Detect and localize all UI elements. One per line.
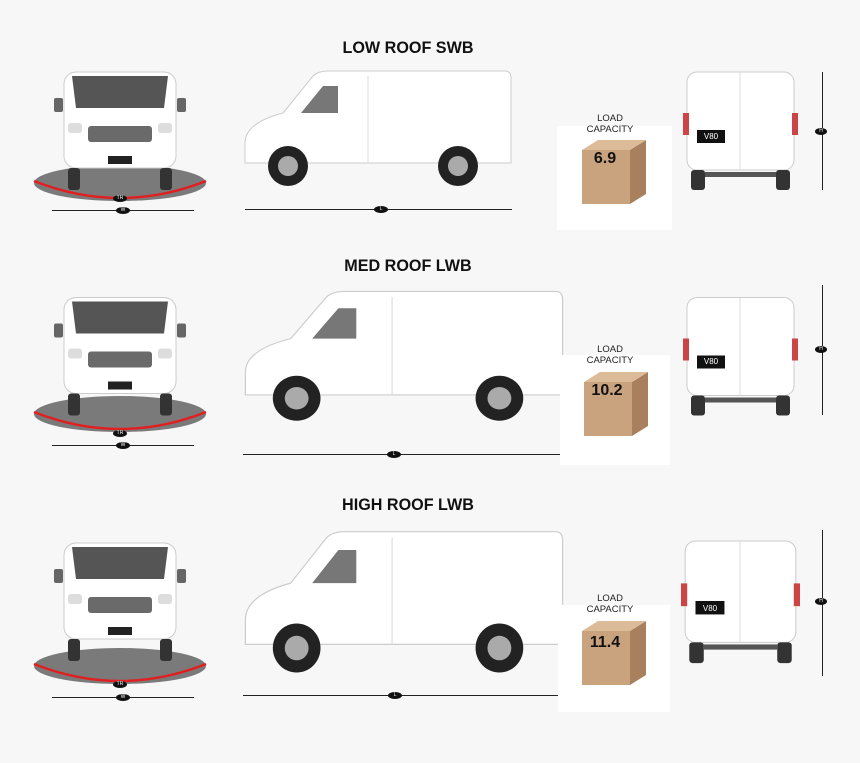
- front-view-van: [53, 542, 187, 662]
- track-label: TR: [113, 430, 127, 437]
- front-view-van: [50, 68, 190, 193]
- load-label: LOAD: [597, 593, 623, 604]
- row-title: LOW ROOF SWB: [342, 38, 474, 57]
- load-capacity-value: 10.2: [591, 382, 623, 399]
- width-label: W: [116, 207, 130, 214]
- license-plate: V80: [702, 604, 718, 613]
- row-title: MED ROOF LWB: [344, 256, 472, 275]
- rear-view-van: [683, 68, 798, 193]
- capacity-label: CAPACITY: [586, 355, 634, 366]
- capacity-label: CAPACITY: [586, 604, 634, 615]
- side-view-van: [244, 531, 564, 674]
- cargo-box-icon: [582, 368, 652, 438]
- load-label: LOAD: [597, 344, 623, 355]
- load-capacity-value: 6.9: [593, 150, 617, 167]
- capacity-label: CAPACITY: [586, 124, 634, 135]
- height-label: H: [815, 128, 827, 135]
- width-label: W: [116, 694, 130, 701]
- cargo-box-icon: [580, 136, 650, 206]
- length-label: L: [387, 451, 401, 458]
- length-label: L: [374, 206, 388, 213]
- height-label: H: [815, 346, 827, 353]
- length-dimension-line: [243, 695, 566, 696]
- side-view-van: [244, 290, 564, 422]
- track-label: TR: [113, 681, 127, 688]
- track-label: TR: [113, 195, 127, 202]
- rear-view-van: [681, 540, 800, 664]
- load-capacity-value: 11.4: [589, 634, 621, 651]
- length-label: L: [388, 692, 402, 699]
- rear-view-van: [683, 296, 798, 417]
- length-dimension-line: [243, 454, 566, 455]
- license-plate: V80: [703, 132, 719, 141]
- load-label: LOAD: [597, 113, 623, 124]
- height-label: H: [815, 598, 827, 605]
- cargo-box-icon: [580, 617, 650, 687]
- front-view-van: [53, 296, 187, 417]
- width-label: W: [116, 442, 130, 449]
- side-view-van: [243, 68, 513, 188]
- license-plate: V80: [703, 357, 719, 366]
- row-title: HIGH ROOF LWB: [342, 495, 474, 514]
